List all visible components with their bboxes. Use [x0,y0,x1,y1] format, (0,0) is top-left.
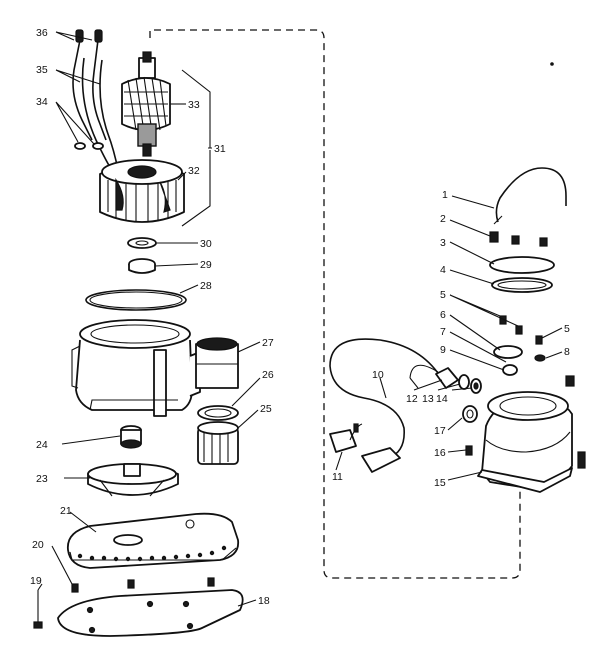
callout-7: 7 [440,326,446,338]
part-12-strain-relief [435,367,459,389]
part-19-screw [33,590,43,629]
part-33-armature [121,51,171,157]
part-1-handle [495,167,567,223]
callout-23: 23 [36,473,48,485]
callout-6: 6 [440,309,446,321]
callout-19: 19 [30,575,42,587]
callout-34: 34 [36,96,48,108]
callout-4: 4 [440,264,446,276]
part-15-pump-body [477,375,586,493]
part-36-lead-terminals [72,29,107,141]
callout-20: 20 [32,539,44,551]
part-11-plug [329,423,401,473]
callout-31: 31 [214,143,226,155]
callout-21: 21 [60,505,72,517]
callout-1: 1 [442,189,448,201]
callout-16: 16 [434,447,446,459]
part-2-screws [489,231,548,247]
part-14-nut [470,378,482,394]
callout-18: 18 [258,595,270,607]
callout-3: 3 [440,237,446,249]
callout-12: 12 [406,393,418,405]
part-34-ring-terminals [74,142,104,150]
part-3-cover-plate [489,256,555,274]
part-31-group-bracket [181,69,212,227]
part-23-impeller [87,463,179,497]
callout-25: 25 [260,403,272,415]
callout-10: 10 [372,369,384,381]
part-24-shaft-seal [120,425,142,449]
callout-15: 15 [434,477,446,489]
part-9-washer [502,364,518,376]
part-29-bearing [128,258,156,274]
part-21-base-plate [67,512,240,569]
part-18-bottom-screen [57,589,244,637]
stray-mark [550,62,554,66]
part-17-seal [462,405,478,423]
callout-11: 11 [332,471,343,483]
callout-35: 35 [36,64,48,76]
callout-13: 13 [422,393,434,405]
callout-5a: 5 [440,289,446,301]
callout-30: 30 [200,238,212,250]
callout-26: 26 [262,369,274,381]
callout-labels: 36 35 34 33 31 32 30 29 28 27 26 25 24 2… [30,27,570,607]
callout-17: 17 [434,425,446,437]
part-27-motor-housing [71,319,239,417]
part-16-screw [465,445,473,456]
callout-29: 29 [200,259,212,271]
callout-33: 33 [188,99,200,111]
assembly-guide-dashed [149,29,521,579]
part-20-screws [71,577,215,593]
part-6-switch-cap [493,345,523,359]
callout-2: 2 [440,213,446,225]
callout-28: 28 [200,280,212,292]
part-32-field-stator [99,159,185,223]
part-35-motor-leads [81,57,119,171]
callout-32: 32 [188,165,200,177]
callout-27: 27 [262,337,274,349]
part-28-o-ring [85,289,187,311]
part-13-bushing [458,374,470,390]
callout-36: 36 [36,27,48,39]
callout-5b: 5 [564,323,570,335]
part-4-gasket [491,277,553,293]
callout-14: 14 [436,393,448,405]
callout-9: 9 [440,344,446,356]
part-30-washer [127,237,157,249]
callout-24: 24 [36,439,48,451]
part-25-switch-body [197,421,239,465]
callout-8: 8 [564,346,570,358]
part-8-nut [534,354,546,362]
part-10-power-cord [329,338,441,459]
part-26-gasket [197,405,239,421]
leader-lines [37,31,563,607]
